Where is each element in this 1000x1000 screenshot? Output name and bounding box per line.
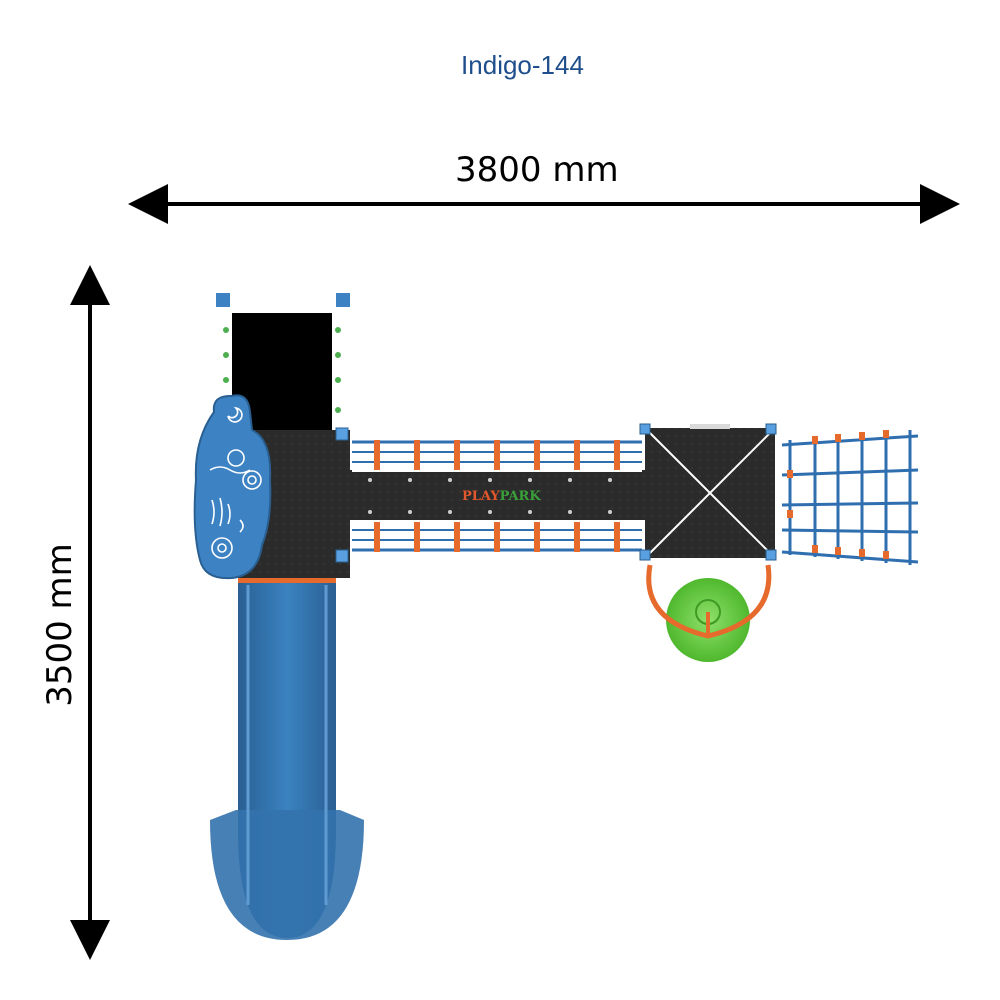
product-title: Indigo-144 — [461, 50, 584, 80]
bridge-platform — [350, 470, 645, 520]
climbing-net — [780, 428, 919, 565]
brand-logo: PLAYPARK — [462, 489, 541, 504]
width-dimension-label: 3800 mm — [455, 150, 619, 190]
bridge-rope-net-bottom — [352, 520, 642, 554]
brand-logo-part1: PLAY — [462, 489, 500, 504]
bridge-rope-net-top — [352, 438, 642, 472]
brand-logo-part2: PARK — [500, 489, 542, 504]
decor-panel — [193, 394, 272, 580]
